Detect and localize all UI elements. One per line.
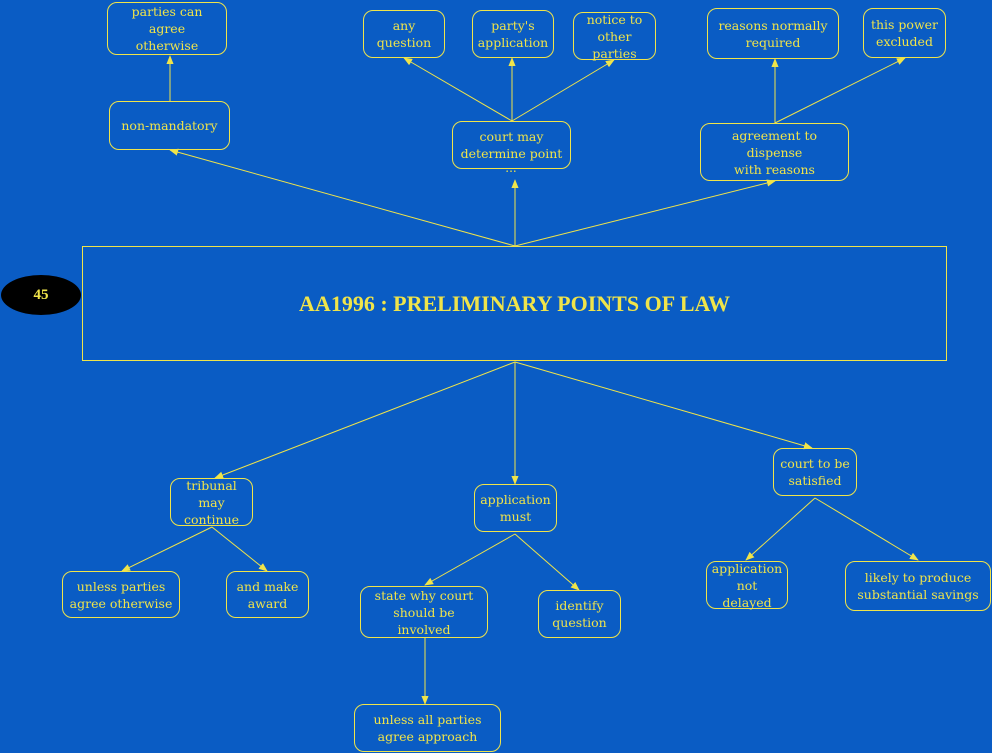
node-application-not-delayed: application not delayed (706, 561, 788, 610)
arrow-main-to-tribunal (214, 361, 516, 479)
node-court-to-be-satisfied: court to be satisfied (773, 448, 857, 496)
node-partys-application: party's application (472, 10, 554, 58)
node-tribunal-may-continue: tribunal may continue (170, 478, 253, 527)
arrow-agreement-to-power-excluded (774, 57, 906, 124)
node-court-may-determine-point: court may determine point (452, 121, 571, 169)
arrow-tribunal-to-make-award (211, 526, 268, 572)
node-and-make-award: and make award (226, 571, 309, 618)
node-application-must: application must (474, 484, 557, 532)
page-number-badge: 45 (1, 275, 81, 315)
arrow-main-to-non-mandatory (169, 148, 516, 247)
arrow-court-satisfied-to-savings (814, 497, 919, 561)
node-state-why-court-should-be-involved: state why court should be involved (360, 586, 488, 638)
node-notice-to-other-parties: notice to other parties (573, 12, 656, 61)
main-title-box: AA1996 : PRELIMINARY POINTS OF LAW (82, 246, 947, 361)
arrow-application-to-state-why (424, 533, 516, 586)
arrow-application-to-identify (514, 533, 580, 591)
arrow-main-to-court-satisfied (514, 361, 813, 450)
node-unless-all-parties-agree-approach: unless all parties agree approach (354, 704, 501, 752)
node-reasons-normally-required: reasons normally required (707, 8, 839, 59)
node-any-question: any question (363, 10, 445, 58)
node-identify-question: identify question (538, 590, 621, 638)
more-indicator: ... (505, 161, 517, 175)
node-this-power-excluded: this power excluded (863, 8, 946, 58)
node-unless-parties-agree-otherwise: unless parties agree otherwise (62, 571, 180, 618)
node-likely-to-produce-substantial-savings: likely to produce substantial savings (845, 561, 991, 611)
arrow-court-may-to-notice (511, 59, 615, 122)
node-non-mandatory: non-mandatory (109, 101, 230, 150)
arrow-court-satisfied-to-not-delayed (745, 497, 816, 561)
node-agreement-to-dispense-with-reasons: agreement to dispense with reasons (700, 123, 849, 181)
main-title: AA1996 : PRELIMINARY POINTS OF LAW (299, 290, 730, 316)
arrow-main-to-agreement (514, 179, 776, 247)
node-parties-can-agree-otherwise: parties can agree otherwise (107, 2, 227, 55)
arrow-court-may-to-any-question (403, 57, 513, 122)
arrow-tribunal-to-unless-parties (121, 526, 213, 572)
